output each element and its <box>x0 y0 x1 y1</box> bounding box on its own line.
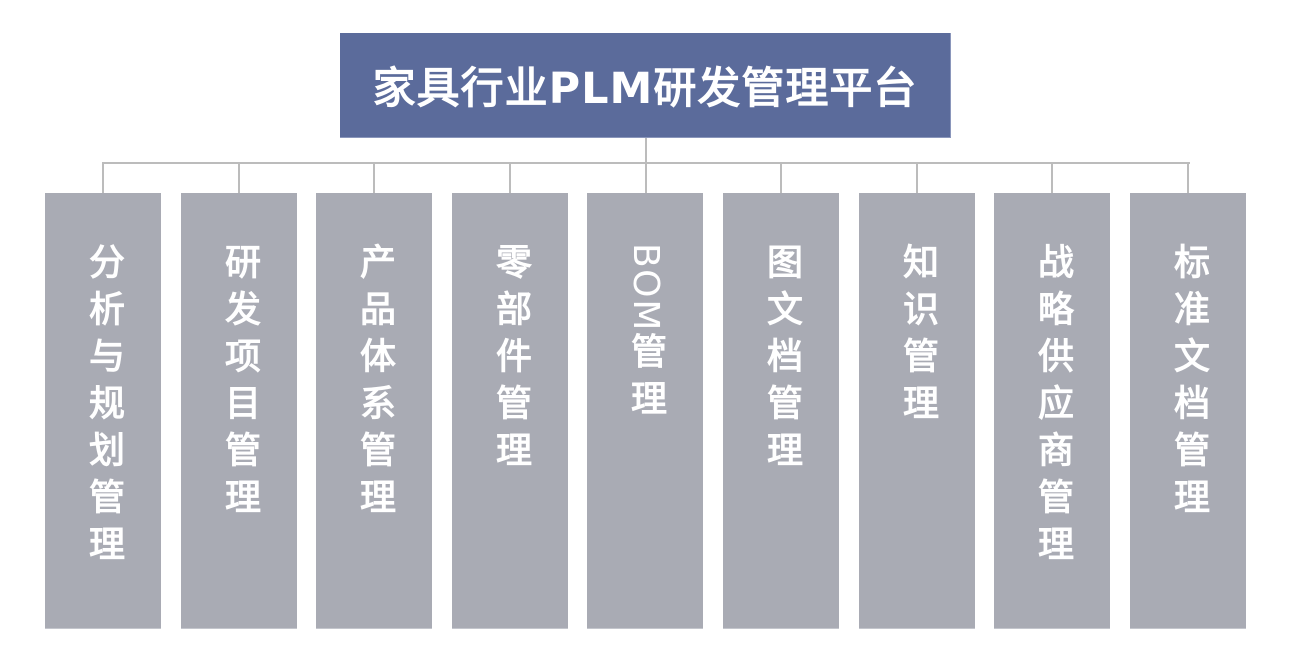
node-label: 产品体系管理 <box>354 243 395 525</box>
node-analysis-planning: 分析与规划管理 <box>45 193 161 629</box>
child-connector <box>1051 162 1053 193</box>
node-label: BOM管理 <box>625 243 666 628</box>
node-label: 战略供应商管理 <box>1032 243 1073 572</box>
node-knowledge: 知识管理 <box>859 193 975 629</box>
node-label-latin: BOM <box>625 243 666 333</box>
node-rd-project: 研发项目管理 <box>181 193 297 629</box>
node-strategic-supplier: 战略供应商管理 <box>994 193 1110 629</box>
root-node-platform: 家具行业PLM研发管理平台 <box>340 33 951 138</box>
root-node-label: 家具行业PLM研发管理平台 <box>372 64 918 114</box>
child-connector <box>780 162 782 193</box>
root-connector <box>645 138 647 164</box>
node-bom: BOM管理 <box>587 193 703 629</box>
node-label: 零部件管理 <box>490 243 531 478</box>
node-label-cjk: 管理 <box>625 332 666 427</box>
node-label: 图文档管理 <box>761 243 802 478</box>
node-drawing-docs: 图文档管理 <box>723 193 839 629</box>
child-connector <box>102 162 104 193</box>
node-product-system: 产品体系管理 <box>316 193 432 629</box>
child-connector <box>238 162 240 193</box>
node-parts: 零部件管理 <box>452 193 568 629</box>
child-connector <box>373 162 375 193</box>
node-standard-docs: 标准文档管理 <box>1130 193 1246 629</box>
child-connector <box>645 162 647 193</box>
child-connector <box>509 162 511 193</box>
node-label: 研发项目管理 <box>219 243 260 525</box>
node-label: 知识管理 <box>897 243 938 431</box>
node-label: 标准文档管理 <box>1168 243 1209 525</box>
child-connector <box>1187 162 1189 193</box>
node-label: 分析与规划管理 <box>83 243 124 572</box>
child-connector <box>916 162 918 193</box>
